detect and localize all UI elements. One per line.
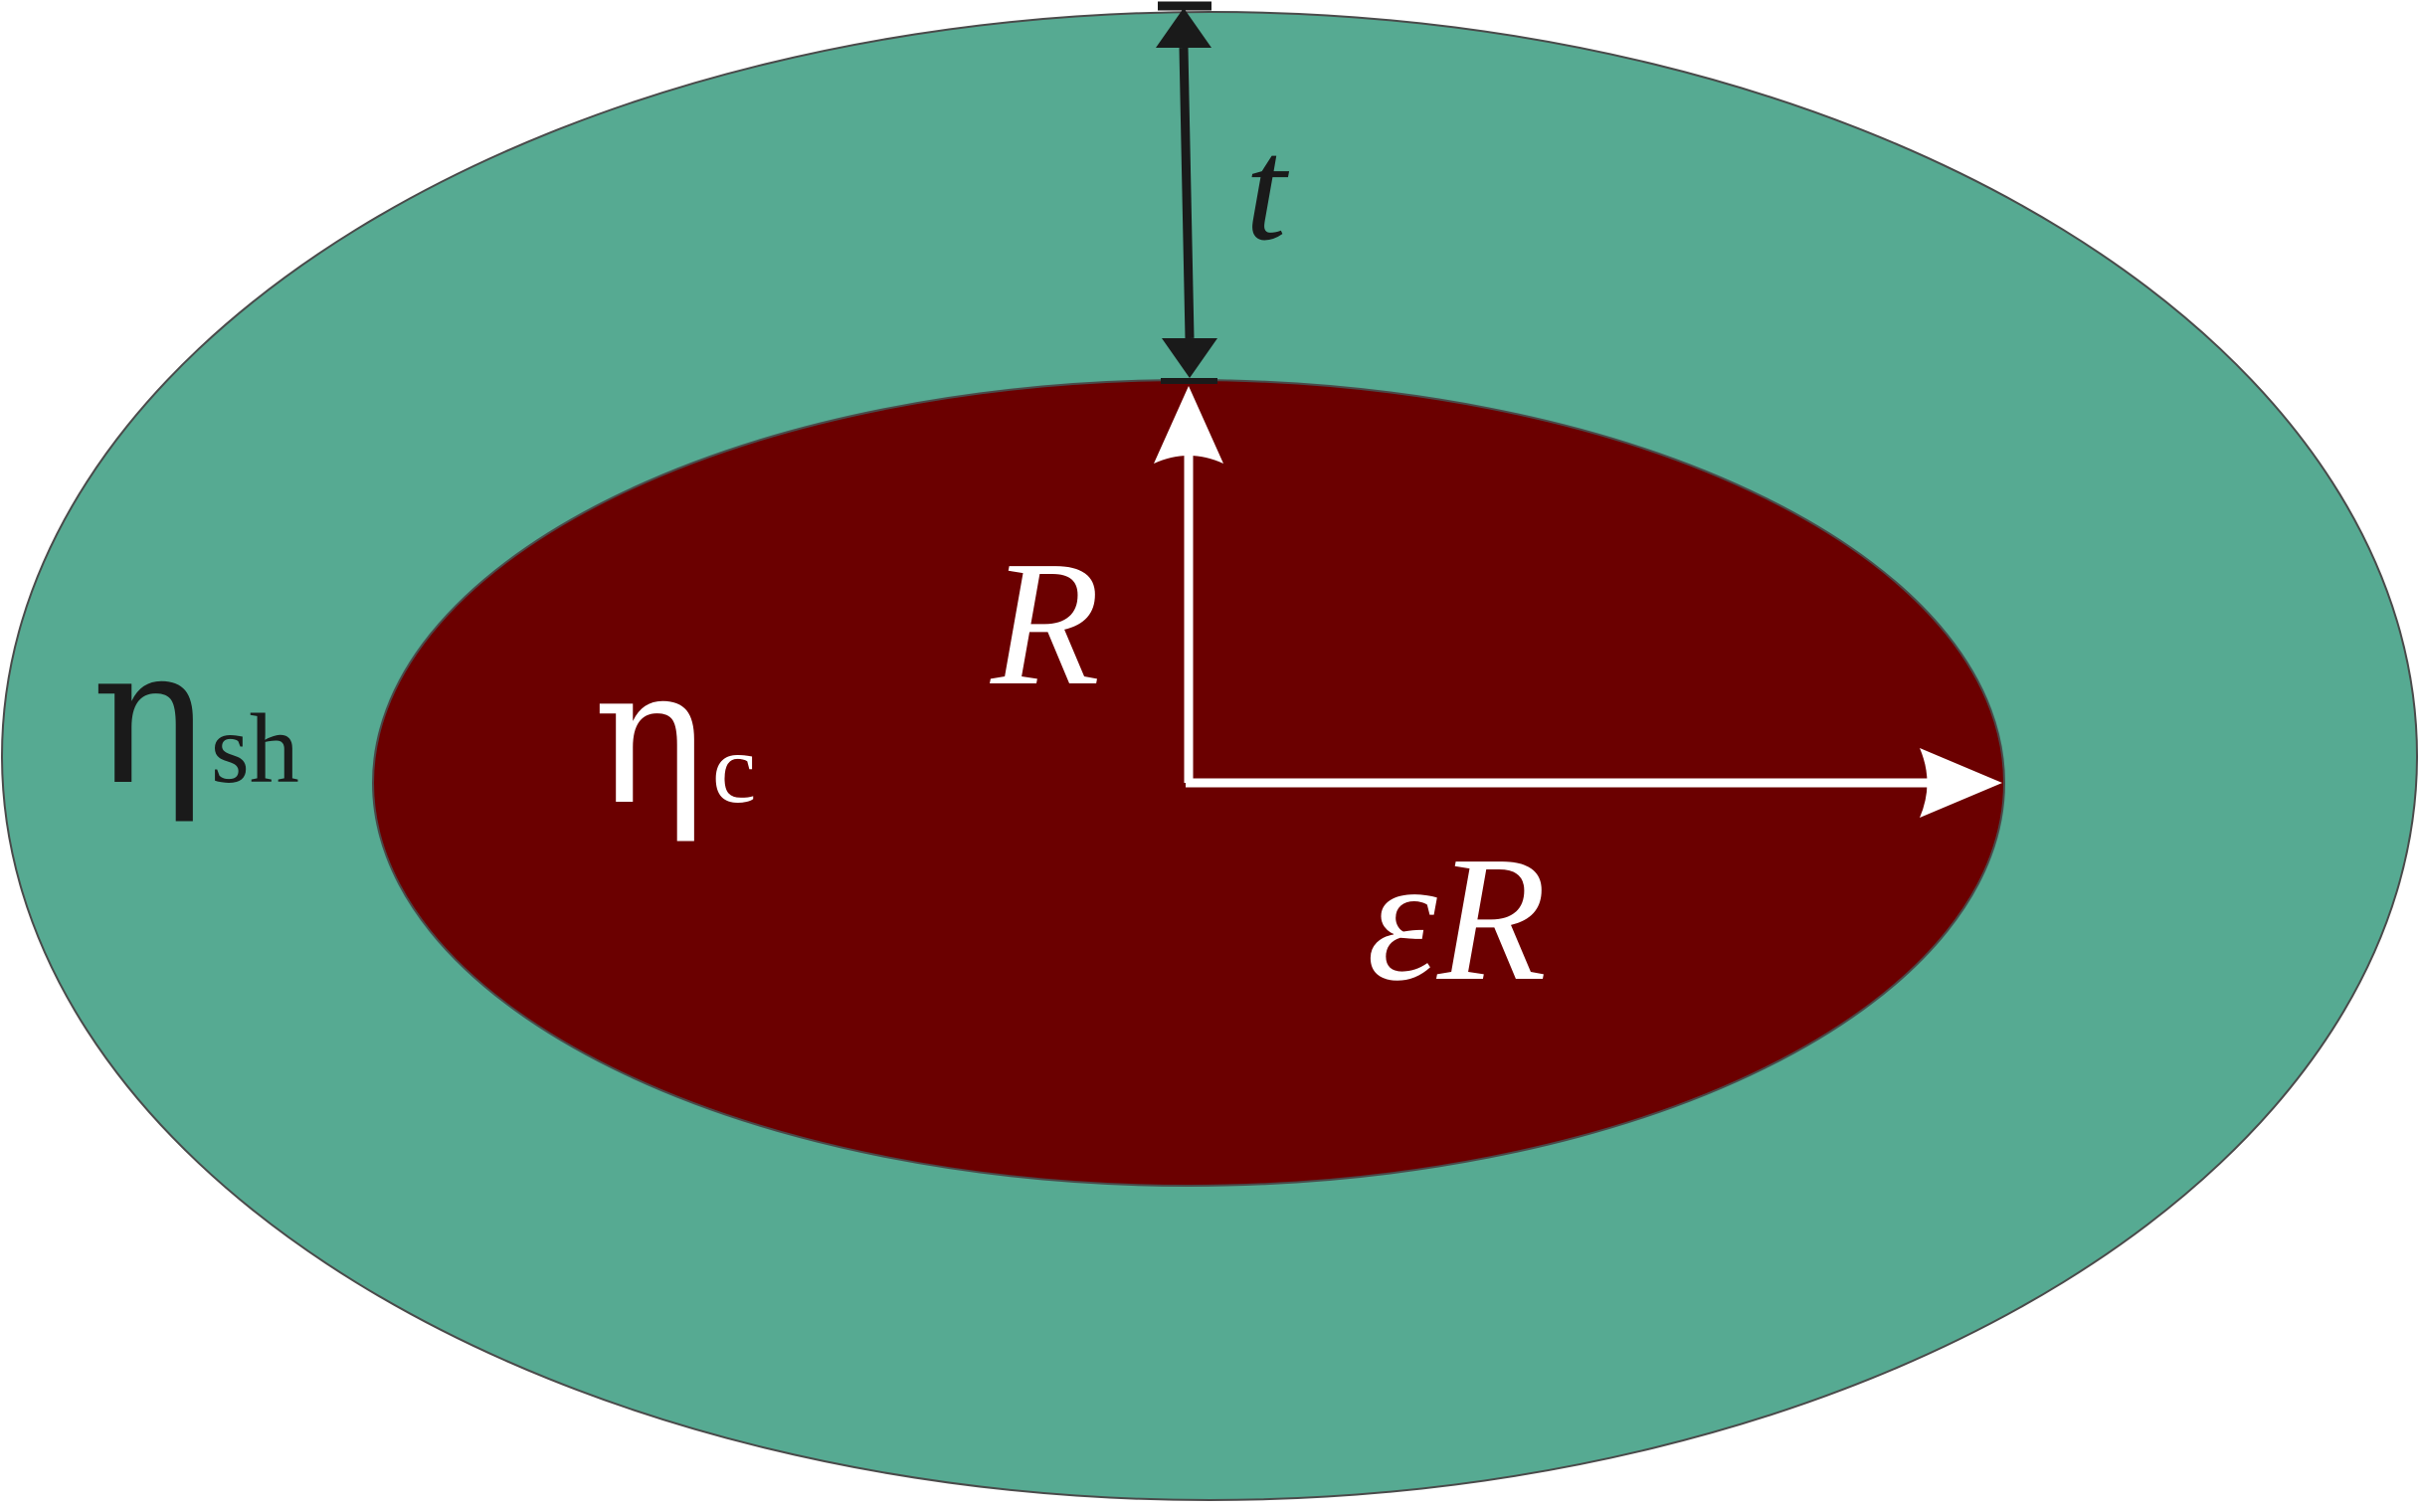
thickness-arrow: [1156, 1, 1217, 384]
semi-axis-arrow-head: [1920, 748, 2002, 818]
semi-axis-r: R: [1436, 820, 1547, 1018]
thickness-label: t: [1245, 108, 1290, 272]
shell-eta-subscript: sh: [211, 693, 299, 804]
core-eta-symbol: η: [593, 627, 706, 847]
thickness-arrow-bottom-head: [1162, 338, 1217, 378]
semi-axis-arrow: [1186, 748, 2002, 818]
semi-axis-epsilon: ε: [1367, 820, 1437, 1018]
thickness-arrow-top-head: [1156, 8, 1211, 48]
radius-arrow: [1154, 386, 1223, 783]
shell-eta-symbol: η: [92, 607, 205, 827]
core-viscosity-label: ηc: [593, 627, 756, 847]
shell-viscosity-label: ηsh: [92, 607, 299, 827]
radius-label: R: [990, 524, 1100, 722]
semi-axis-label: εR: [1367, 820, 1547, 1018]
radius-arrow-head: [1154, 386, 1223, 464]
core-eta-subscript: c: [712, 713, 756, 824]
